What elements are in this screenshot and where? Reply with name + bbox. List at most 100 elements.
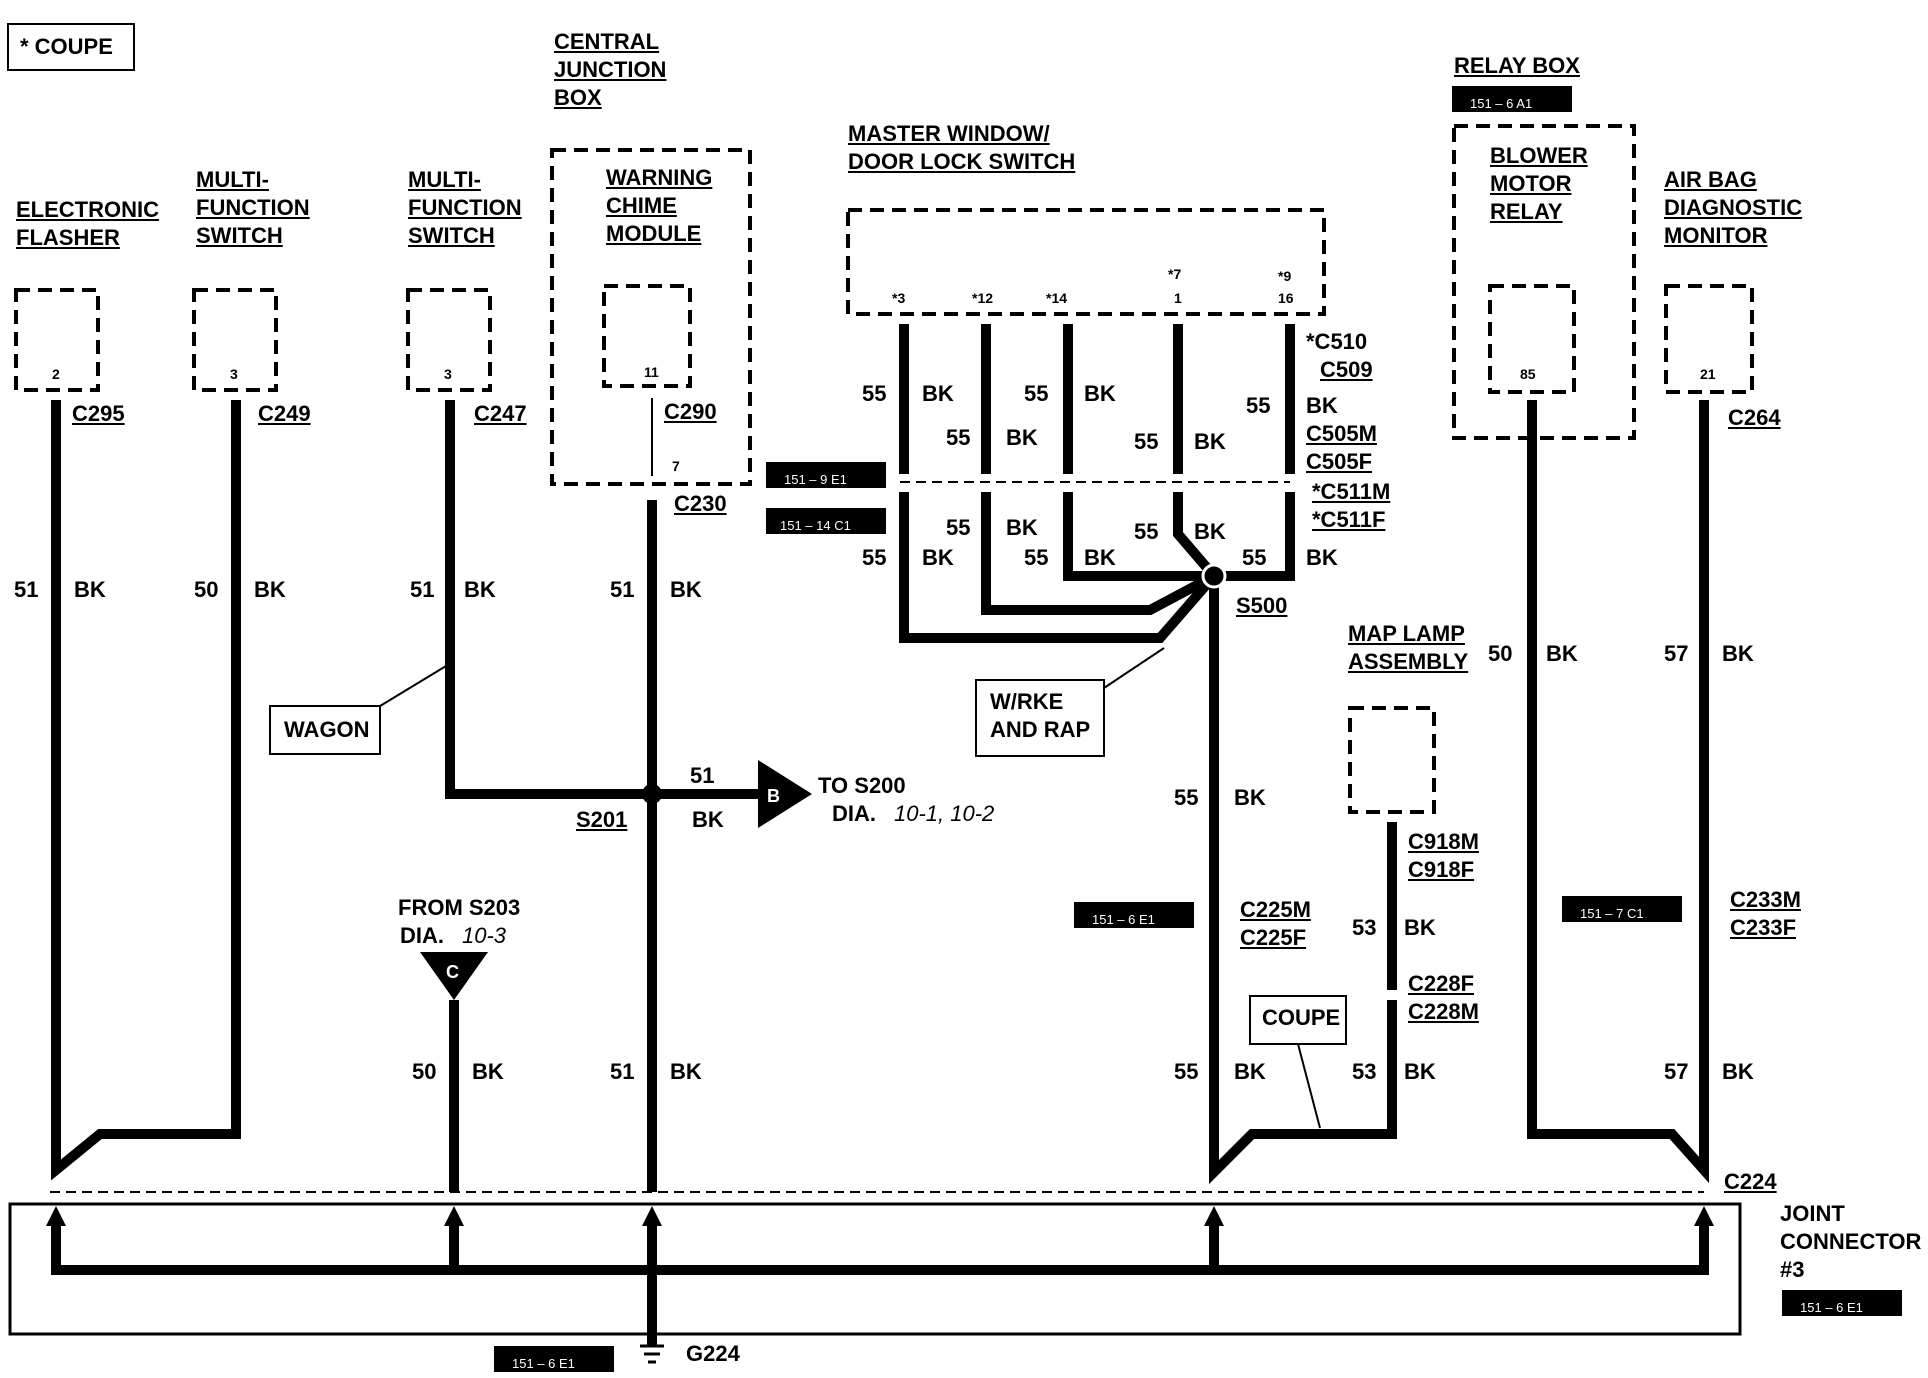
relay-box <box>1452 124 1636 440</box>
mwdls-pin-7: *7 <box>1168 266 1182 282</box>
conn-c505m: C505M <box>1306 421 1377 446</box>
chime-conn2: C230 <box>674 491 727 516</box>
w14b-color: BK <box>1084 545 1116 570</box>
conn-c511f: *C511F <box>1312 507 1386 532</box>
w9b-color: BK <box>1306 545 1338 570</box>
conn-c233f: C233F <box>1730 915 1797 940</box>
mfs2-color: BK <box>464 577 496 602</box>
mwdls-pin-12: *12 <box>972 290 994 306</box>
w9-color: BK <box>1306 393 1338 418</box>
mfs2-pin: 3 <box>444 366 452 382</box>
ref-r1 <box>766 462 886 488</box>
to-s200: TO S200 <box>818 773 906 798</box>
ref-relay-text: 151 – 6 A1 <box>1470 96 1533 111</box>
cjb-circuit2: 51 <box>610 1059 635 1084</box>
flasher-pin: 2 <box>52 366 60 382</box>
mfs2-name: MULTI- FUNCTION SWITCH <box>408 167 522 248</box>
splice-s201 <box>642 784 662 804</box>
ref-r2-text: 151 – 14 C1 <box>780 518 851 533</box>
map-circuit: 53 <box>1352 915 1377 940</box>
coupe-note-box <box>1249 995 1347 1045</box>
conn-c510: *C510 <box>1306 329 1368 354</box>
badge-c <box>420 952 488 1000</box>
mwdls-pin-3: *3 <box>892 290 906 306</box>
ref-ground-text: 151 – 6 E1 <box>512 1356 575 1371</box>
conn-c225f: C225F <box>1240 925 1307 950</box>
ref-relay-box <box>1452 86 1572 112</box>
conn-c225m: C225M <box>1240 897 1311 922</box>
rke-note-box <box>975 679 1105 757</box>
ref-c225 <box>1074 902 1194 928</box>
relay-color: BK <box>1546 641 1578 666</box>
conn-c233m: C233M <box>1730 887 1801 912</box>
conn-c509: C509 <box>1320 357 1373 382</box>
s201-color: BK <box>692 807 724 832</box>
ref-r1-text: 151 – 9 E1 <box>784 472 847 487</box>
blower-relay-box <box>1488 284 1576 394</box>
relay-circuit: 50 <box>1488 641 1513 666</box>
cjb-title: CENTRAL JUNCTION BOX <box>554 29 667 110</box>
ground-icon <box>640 1344 664 1364</box>
splice-s500 <box>1201 563 1227 589</box>
chime-module-box <box>602 284 692 388</box>
flasher-conn: C295 <box>72 401 125 426</box>
cjb-circuit: 51 <box>610 577 635 602</box>
wagon-note: WAGON <box>284 717 370 742</box>
map-color2: BK <box>1404 1059 1436 1084</box>
ground-label: G224 <box>686 1341 740 1366</box>
w9-circuit: 55 <box>1246 393 1271 418</box>
s203-circuit: 50 <box>412 1059 437 1084</box>
s500-circuit2: 55 <box>1174 1059 1199 1084</box>
relay-pin: 85 <box>1520 366 1536 382</box>
ref-ground <box>494 1346 614 1372</box>
svg-text:* COUPE: * COUPE <box>20 34 113 59</box>
from-s203: FROM S203 <box>398 895 521 920</box>
mfs2-conn: C247 <box>474 401 527 426</box>
ref-r2 <box>766 508 886 534</box>
w7b-circuit: 55 <box>1134 519 1159 544</box>
flasher-circuit: 51 <box>14 577 39 602</box>
s500-circuit: 55 <box>1174 785 1199 810</box>
w12-circuit: 55 <box>946 425 971 450</box>
chime-pin2: 7 <box>672 458 680 474</box>
airbag-name: AIR BAG DIAGNOSTIC MONITOR <box>1664 167 1803 248</box>
airbag-conn: C264 <box>1728 405 1781 430</box>
joint-name: JOINT CONNECTOR #3 <box>1780 1201 1922 1282</box>
mfs1-conn: C249 <box>258 401 311 426</box>
w7-circuit: 55 <box>1134 429 1159 454</box>
svg-text:B: B <box>767 786 780 806</box>
w7b-color: BK <box>1194 519 1226 544</box>
conn-c505f: C505F <box>1306 449 1373 474</box>
cjb-color: BK <box>670 577 702 602</box>
cjb-color2: BK <box>670 1059 702 1084</box>
conn-c511m: *C511M <box>1312 479 1391 504</box>
mfs2-circuit: 51 <box>410 577 435 602</box>
ref-c233-text: 151 – 7 C1 <box>1580 906 1644 921</box>
map-circuit2: 53 <box>1352 1059 1377 1084</box>
chime-module-name: WARNING CHIME MODULE <box>606 165 713 246</box>
airbag-circuit: 57 <box>1664 641 1689 666</box>
flasher-name: ELECTRONIC FLASHER <box>16 197 159 250</box>
to-s200-dia-ref: 10-1, 10-2 <box>894 801 995 826</box>
airbag-circuit2: 57 <box>1664 1059 1689 1084</box>
w12b-color: BK <box>1006 515 1038 540</box>
badge-b <box>758 760 812 828</box>
chime-pin: 11 <box>644 364 659 380</box>
s201-circuit: 51 <box>690 763 715 788</box>
electronic-flasher-box <box>14 288 100 392</box>
map-lamp-name: MAP LAMP ASSEMBLY <box>1348 621 1469 674</box>
mfs1-box <box>192 288 278 392</box>
mfs1-circuit: 50 <box>194 577 219 602</box>
conn-c918m: C918M <box>1408 829 1479 854</box>
conn-c228m: C228M <box>1408 999 1479 1024</box>
mwdls-pin-1: 1 <box>1174 290 1182 306</box>
airbag-box <box>1664 284 1754 394</box>
s203-color: BK <box>472 1059 504 1084</box>
ref-joint <box>1782 1290 1902 1316</box>
w12-color: BK <box>1006 425 1038 450</box>
mwdls-title: MASTER WINDOW/ DOOR LOCK SWITCH <box>848 121 1076 174</box>
mwdls-pin-9: *9 <box>1278 268 1292 284</box>
w14-circuit: 55 <box>1024 381 1049 406</box>
flasher-color: BK <box>74 577 106 602</box>
